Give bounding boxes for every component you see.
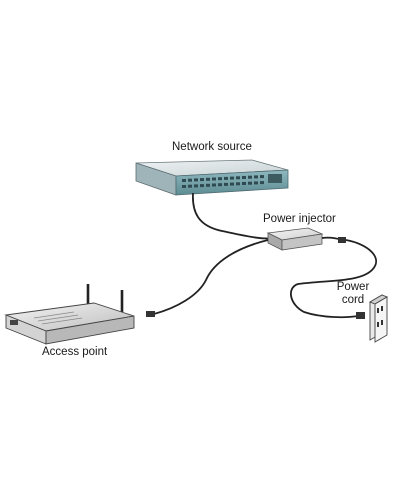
cable-switch-to-injector <box>192 192 277 240</box>
label-access-point: Access point <box>42 346 108 358</box>
network-switch <box>135 159 289 196</box>
label-power-cord-line2: cord <box>341 294 365 306</box>
power-injector <box>266 227 324 251</box>
switch-uplink-ports <box>268 174 282 183</box>
injector-plug <box>338 237 346 243</box>
access-point-connector <box>146 311 155 317</box>
label-power-cord-line1: Power <box>336 281 370 293</box>
power-cord <box>290 239 377 319</box>
label-power-cord: Power cord <box>330 281 376 307</box>
power-cord-plug <box>356 312 365 319</box>
label-network-source: Network source <box>172 141 252 153</box>
wall-outlet <box>368 294 389 343</box>
label-power-injector: Power injector <box>263 213 336 225</box>
access-point <box>4 284 135 345</box>
cable-injector-to-access-point <box>153 239 269 315</box>
switch-ports <box>182 175 264 188</box>
